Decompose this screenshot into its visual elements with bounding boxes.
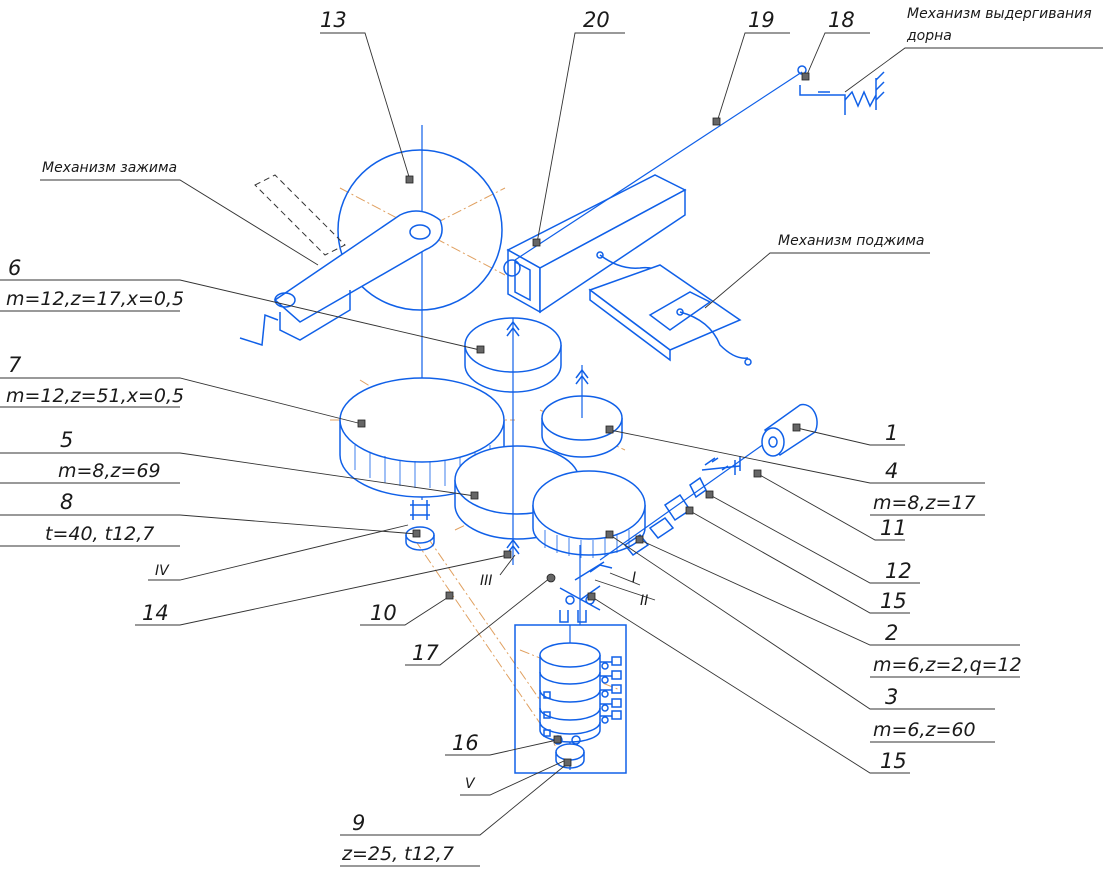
marker-18 <box>801 72 810 81</box>
label-4: 4 <box>885 459 898 483</box>
shaft-V: V <box>465 776 476 792</box>
label-1: 1 <box>885 421 898 445</box>
marker-3 <box>605 530 614 539</box>
label-12: 12 <box>885 559 912 583</box>
label-20: 20 <box>583 8 610 32</box>
gear-3 <box>532 470 646 625</box>
marker-6 <box>476 345 485 354</box>
label-15-lower: 15 <box>880 749 907 773</box>
label-14: 14 <box>142 601 169 625</box>
label-13: 13 <box>320 8 347 32</box>
label-8: 8 <box>60 490 73 514</box>
gear-4 <box>541 365 623 458</box>
sprocket-9 <box>553 735 585 769</box>
label-16: 16 <box>452 731 479 755</box>
marker-11 <box>753 469 762 478</box>
label-17: 17 <box>412 641 439 665</box>
label-7: 7 <box>8 353 22 377</box>
marker-12 <box>705 490 714 499</box>
shaft-I: I <box>632 570 636 586</box>
spec-9: z=25, t12,7 <box>341 843 454 865</box>
clamp-lever <box>273 210 443 323</box>
sprocket-8 <box>405 500 435 551</box>
marker-19 <box>712 117 721 126</box>
marker-17 <box>546 573 556 583</box>
marker-2 <box>635 535 644 544</box>
marker-10 <box>445 591 454 600</box>
cam-drum-unit <box>514 624 627 774</box>
marker-1 <box>792 423 801 432</box>
marker-14 <box>503 550 512 559</box>
spec-7: m=12,z=51,x=0,5 <box>6 385 184 407</box>
spec-5: m=8,z=69 <box>58 460 161 482</box>
spec-2: m=6,z=2,q=12 <box>873 654 1022 676</box>
label-10: 10 <box>370 601 397 625</box>
marker-16 <box>553 735 562 744</box>
caption-mandrel-2: дорна <box>906 28 952 44</box>
spec-3: m=6,z=60 <box>873 719 976 741</box>
shaft-IV: IV <box>155 563 170 579</box>
label-11: 11 <box>880 516 907 540</box>
marker-7 <box>357 419 366 428</box>
labels: Механизм зажима Механизм выдергивания до… <box>6 6 1092 865</box>
caption-press: Механизм поджима <box>778 233 925 249</box>
marker-15b <box>587 592 596 601</box>
label-19: 19 <box>748 8 775 32</box>
spec-6: m=12,z=17,x=0,5 <box>6 288 184 310</box>
motor-1 <box>761 403 818 457</box>
gear-6 <box>464 317 562 393</box>
marker-4 <box>605 425 614 434</box>
marker-5 <box>470 491 479 500</box>
marker-9 <box>563 758 572 767</box>
label-3: 3 <box>885 685 898 709</box>
mandrel-mechanism <box>799 71 885 115</box>
shaft-II: II <box>640 593 648 609</box>
marker-8 <box>412 529 421 538</box>
label-18: 18 <box>828 8 855 32</box>
label-5: 5 <box>60 428 73 452</box>
gear-13 <box>337 149 503 311</box>
marker-15a <box>685 506 694 515</box>
press-mechanism <box>588 264 752 366</box>
callouts <box>0 32 1103 867</box>
shaft-III: III <box>480 573 492 589</box>
caption-mandrel-1: Механизм выдергивания <box>907 6 1092 22</box>
label-9: 9 <box>352 811 365 835</box>
spec-8: t=40, t12,7 <box>45 523 154 545</box>
mechanism-drawing <box>239 65 885 774</box>
caption-clamp: Механизм зажима <box>42 160 177 176</box>
spec-4: m=8,z=17 <box>873 492 976 514</box>
label-6: 6 <box>8 256 21 280</box>
label-15-upper: 15 <box>880 589 907 613</box>
marker-13 <box>405 175 414 184</box>
marker-20 <box>532 238 541 247</box>
label-2: 2 <box>885 621 898 645</box>
